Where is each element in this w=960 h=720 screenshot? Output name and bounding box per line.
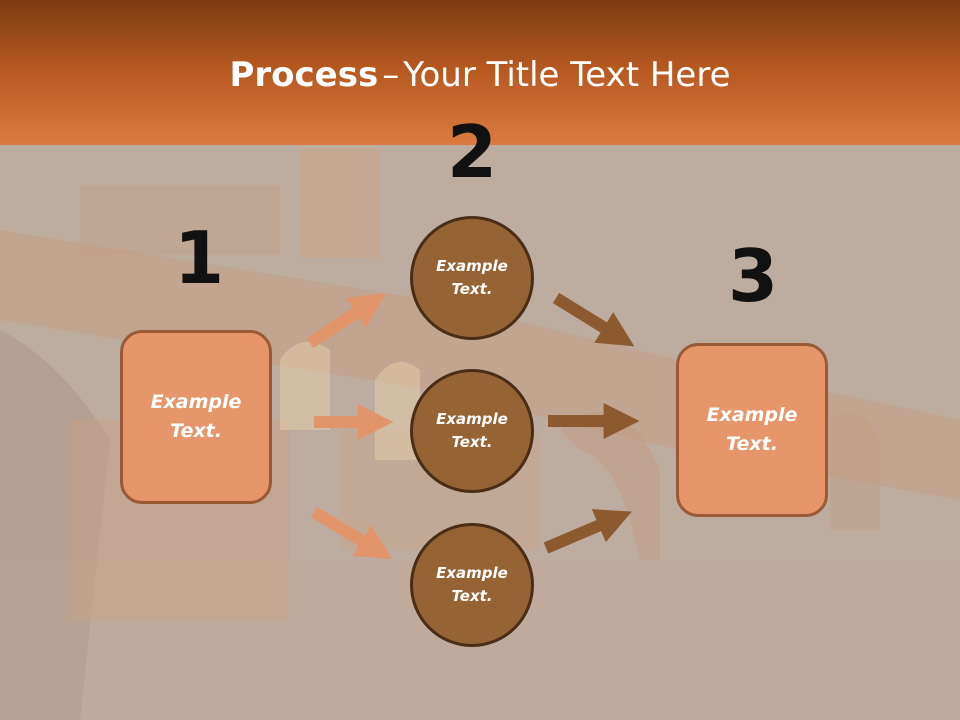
step-number-3: 3	[727, 234, 779, 318]
circle-top[interactable]: Example Text.	[410, 216, 534, 340]
title-text: Your Title Text Here	[403, 55, 731, 95]
arrow-to-top-circle	[306, 293, 387, 349]
right-box-text: Example Text.	[706, 404, 798, 455]
circle-middle[interactable]: Example Text.	[410, 369, 534, 493]
circle-middle-text: Example Text.	[436, 410, 508, 451]
arrow-from-bottom-circle	[543, 509, 632, 554]
step-number-2: 2	[446, 110, 498, 194]
title-separator: –	[382, 55, 400, 95]
circle-bottom[interactable]: Example Text.	[410, 523, 534, 647]
step-number-1: 1	[173, 216, 225, 300]
left-box-text: Example Text.	[150, 391, 242, 442]
circle-top-text: Example Text.	[436, 257, 508, 298]
right-text-box[interactable]: Example Text.	[676, 343, 828, 517]
title-bar: Process–Your Title Text Here	[0, 0, 960, 145]
left-text-box[interactable]: Example Text.	[120, 330, 272, 504]
circle-bottom-text: Example Text.	[436, 564, 508, 605]
arrow-to-bottom-circle	[310, 506, 393, 560]
arrow-from-top-circle	[552, 292, 635, 347]
slide-title: Process–Your Title Text Here	[0, 52, 960, 98]
title-bold-word: Process	[229, 55, 379, 95]
